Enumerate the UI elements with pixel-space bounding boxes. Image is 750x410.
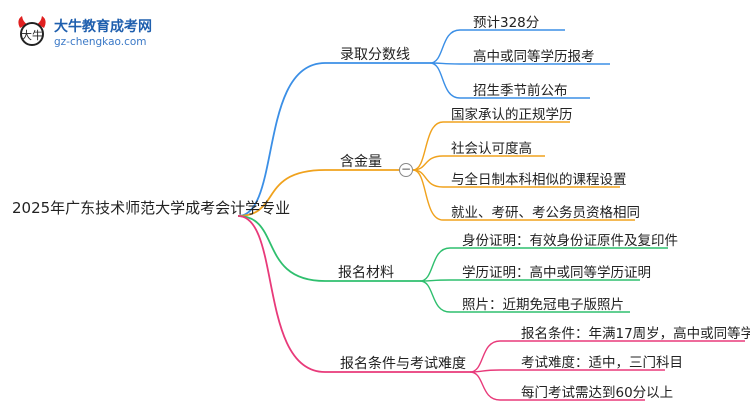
leaf-connector <box>429 62 610 65</box>
ox-logo-icon: 大牛 <box>18 16 46 46</box>
branch-value[interactable]: 含金量 <box>340 154 382 170</box>
leaf-connector <box>429 29 565 64</box>
leaf-conditions-3[interactable]: 每门考试需达到60分以上 <box>521 385 674 401</box>
svg-text:大牛: 大牛 <box>21 28 43 42</box>
leaf-connector <box>419 247 668 282</box>
branch-connector <box>237 169 326 217</box>
leaf-connector <box>469 371 645 401</box>
leaf-materials-1[interactable]: 身份证明：有效身份证原件及复印件 <box>462 233 678 249</box>
leaf-conditions-2[interactable]: 考试难度：适中，三门科目 <box>521 355 683 371</box>
leaf-connector <box>429 62 590 99</box>
branch-connector <box>237 215 326 282</box>
leaf-materials-3[interactable]: 照片：近期免冠电子版照片 <box>462 297 624 313</box>
leaf-value-1[interactable]: 国家承认的正规学历 <box>451 107 573 123</box>
leaf-score-3[interactable]: 招生季节前公布 <box>473 83 568 99</box>
leaf-connector <box>412 121 570 171</box>
branch-connector <box>237 215 326 373</box>
root-topic[interactable]: 2025年广东技术师范大学成考会计学专业 <box>12 199 291 217</box>
branch-admission-score[interactable]: 录取分数线 <box>340 47 410 63</box>
leaf-connector <box>469 369 665 373</box>
leaf-materials-2[interactable]: 学历证明：高中或同等学历证明 <box>462 265 651 281</box>
leaf-connector <box>412 169 635 221</box>
leaf-value-2[interactable]: 社会认可度高 <box>451 141 532 157</box>
site-logo[interactable]: 大牛 大牛教育成考网 gz-chengkao.com <box>14 14 174 54</box>
logo-url: gz-chengkao.com <box>54 36 147 48</box>
branch-conditions[interactable]: 报名条件与考试难度 <box>340 356 466 372</box>
leaf-conditions-1[interactable]: 报名条件：年满17周岁，高中或同等学历 <box>521 326 750 342</box>
leaf-value-3[interactable]: 与全日制本科相似的课程设置 <box>451 172 627 188</box>
leaf-connector <box>469 340 745 373</box>
collapse-toggle-button[interactable]: − <box>399 162 413 177</box>
leaf-connector <box>419 279 640 282</box>
leaf-score-2[interactable]: 高中或同等学历报考 <box>473 49 595 65</box>
leaf-connector <box>412 155 545 171</box>
branch-materials[interactable]: 报名材料 <box>338 265 394 281</box>
logo-title: 大牛教育成考网 <box>54 19 152 35</box>
leaf-connector <box>419 280 630 313</box>
leaf-value-4[interactable]: 就业、考研、考公务员资格相同 <box>451 205 640 221</box>
leaf-score-1[interactable]: 预计328分 <box>473 15 540 31</box>
branch-connector <box>237 62 326 217</box>
